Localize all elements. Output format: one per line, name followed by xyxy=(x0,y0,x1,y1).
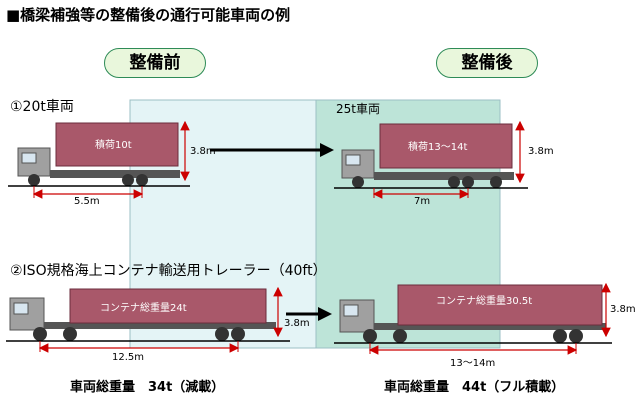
height-label-before-2: 3.8m xyxy=(284,318,310,329)
cargo-label-20t: 積荷10t xyxy=(95,138,132,151)
truck-25t xyxy=(341,123,514,188)
cargo-box-25t xyxy=(379,123,513,169)
length-label-25t: 7m xyxy=(414,196,431,207)
label-before: 整備前 xyxy=(104,48,206,78)
height-label-20t: 3.8m xyxy=(190,146,216,157)
length-label-20t: 5.5m xyxy=(74,196,100,207)
cargo-box-20t xyxy=(55,122,179,167)
section1-after-heading: 25t車両 xyxy=(336,102,380,116)
label-after: 整備後 xyxy=(436,48,538,78)
cargo-label-25t: 積荷13～14t xyxy=(408,140,467,153)
truck-20t xyxy=(17,122,180,186)
trailer-before xyxy=(9,288,276,341)
length-label-after-2: 13～14m xyxy=(450,358,496,369)
trailer-after xyxy=(339,284,606,343)
container-before xyxy=(69,288,267,324)
total-weight-before: 車両総重量 34t（減載） xyxy=(70,380,225,395)
section1-heading: ①20t車両 xyxy=(10,99,74,115)
section2-heading: ②ISO規格海上コンテナ輸送用トレーラー（40ft） xyxy=(10,263,327,279)
cargo-label-after-2: コンテナ総重量30.5t xyxy=(436,294,532,307)
length-label-before-2: 12.5m xyxy=(112,352,145,363)
height-label-25t: 3.8m xyxy=(528,146,554,157)
cargo-label-before-2: コンテナ総重量24t xyxy=(100,301,187,314)
height-label-after-2: 3.8m xyxy=(610,304,636,315)
total-weight-after: 車両総重量 44t（フル積載） xyxy=(384,380,565,395)
container-after xyxy=(397,284,603,326)
page-title: ■橋梁補強等の整備後の通行可能車両の例 xyxy=(6,6,291,24)
